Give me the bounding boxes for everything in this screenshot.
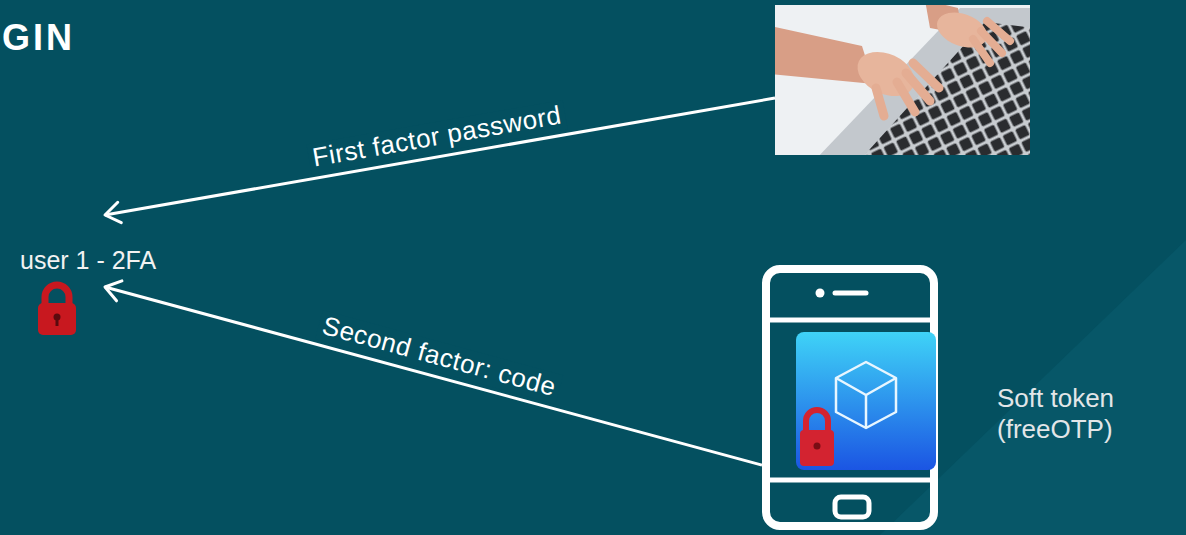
- laptop-box: [775, 5, 1030, 155]
- edge-label: Second factor: code: [315, 310, 563, 404]
- edge-label: First factor password: [306, 100, 567, 174]
- user-label: user 1 - 2FA: [14, 215, 162, 287]
- arrow-connector: [105, 98, 775, 223]
- phone-box: Soft token (freeOTP): [762, 265, 938, 530]
- phone-icon: [766, 269, 936, 526]
- connector-line: [105, 98, 775, 215]
- arrow-head: [105, 281, 122, 301]
- page-title: GIN: [2, 20, 75, 56]
- connector-line: [105, 287, 762, 465]
- node-text: Soft token (freeOTP): [997, 383, 1162, 445]
- lock-icon: [38, 285, 76, 335]
- arrow-head: [105, 202, 121, 222]
- arrow-connector: [105, 281, 762, 465]
- laptop-photo: [775, 5, 1030, 155]
- node-text: user 1 - 2FA: [20, 245, 156, 275]
